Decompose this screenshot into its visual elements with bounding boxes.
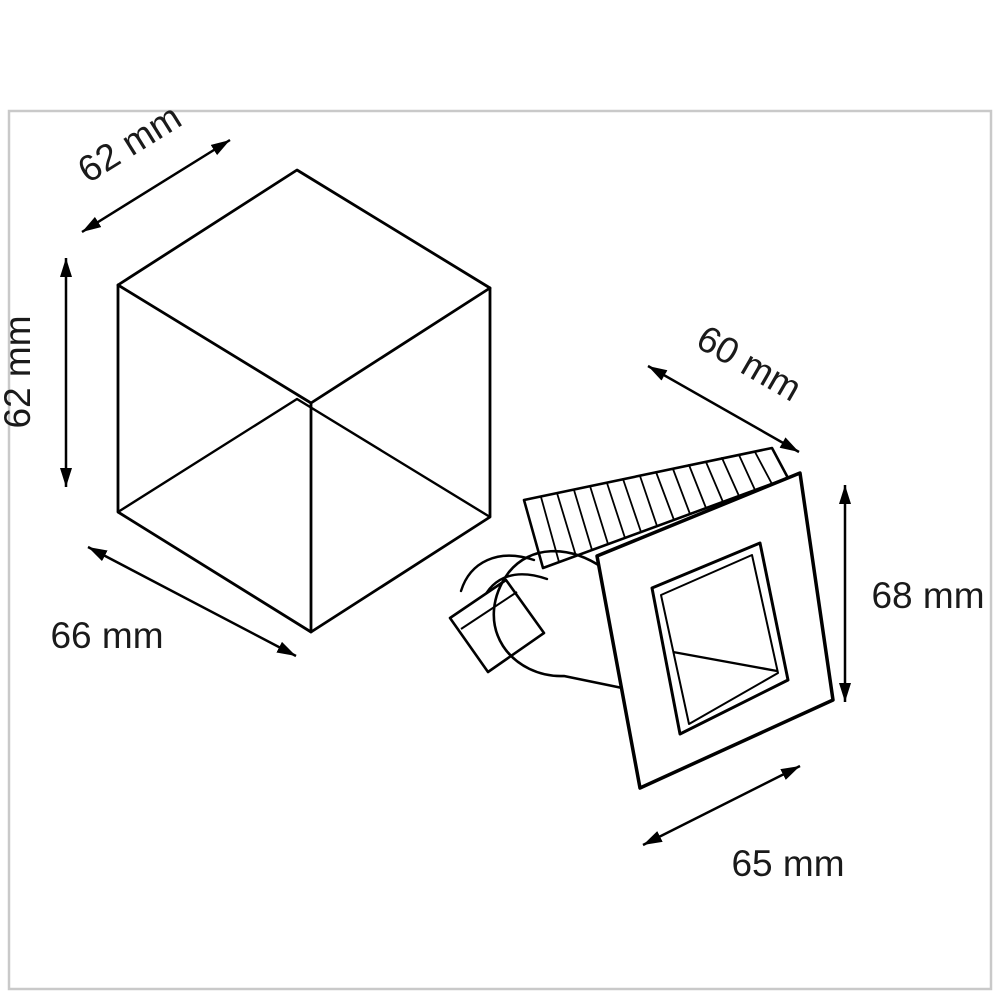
dimension-label-fixture-side: 68 mm [871,575,984,616]
dimension-arrow-cube-bottom [87,545,297,658]
dimension-label-cube-bottom: 66 mm [50,615,163,656]
lamp-body [492,549,634,692]
dimension-arrow-fixture-top [647,364,800,454]
fixture-drawing [448,446,835,790]
dimension-label-cube-side: 62 mm [0,315,38,428]
connector-plug [448,578,546,674]
heatsink-fins [540,451,773,563]
connector-plug-band [460,591,518,630]
dimension-arrow-cube-top [81,138,231,234]
light-window-inner [660,554,779,725]
dimension-label-fixture-bottom: 65 mm [731,843,844,884]
light-window-wedge-edge [672,650,778,673]
cube-drawing [116,168,492,634]
cube-interior-edges [116,397,492,519]
dimension-arrow-fixture-bottom [642,764,801,847]
